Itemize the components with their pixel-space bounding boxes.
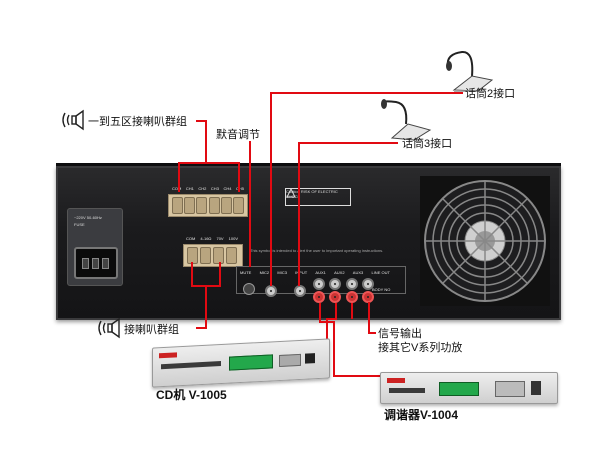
mic-3-label: 话筒3接口 xyxy=(402,138,453,150)
tuner-logo xyxy=(387,378,405,383)
tuner-label: 调谐器V-1004 xyxy=(384,408,459,422)
line-out-jack-1 xyxy=(362,278,374,290)
mic-2-icon xyxy=(446,50,494,92)
zones-label: 一到五区接喇叭群组 xyxy=(88,116,187,128)
cd-power-button xyxy=(305,353,315,364)
cd-display xyxy=(229,354,273,371)
mic2-jack xyxy=(265,285,277,297)
input-jack-2 xyxy=(313,291,325,303)
mic3-jack xyxy=(294,285,306,297)
zone-terminal-slots xyxy=(172,197,244,214)
cd-logo xyxy=(159,352,177,359)
shock-warning-icon xyxy=(286,188,296,198)
aux1-jack-2 xyxy=(329,291,341,303)
mic-3-icon xyxy=(381,99,432,141)
cd-buttons xyxy=(279,353,301,368)
output-terminal-slots xyxy=(187,247,237,264)
amplifier-top-edge xyxy=(56,163,561,168)
body-number-label: BODY NO xyxy=(372,287,391,292)
tuner-display xyxy=(439,382,479,396)
cd-player-label: CD机 V-1005 xyxy=(156,388,227,402)
signal-output-label: 信号输出 xyxy=(378,328,422,340)
tuner-buttons xyxy=(495,381,525,397)
mute-adjust-label: 默音调节 xyxy=(216,129,260,141)
cd-player-device xyxy=(152,338,330,388)
mic-2-label: 话筒2接口 xyxy=(465,88,516,100)
aux2-jack-1 xyxy=(346,278,358,290)
zone-terminal-labels: COM CH1 CH2 CH3 CH4 CH5 xyxy=(172,186,244,191)
speaker-icon xyxy=(62,109,84,131)
caution-text: This symbol is intended to alert the use… xyxy=(250,248,384,253)
speaker-icon xyxy=(98,317,120,339)
tuner-power-button xyxy=(531,381,541,395)
cd-tray xyxy=(161,361,221,370)
input-labels: MUTE MIC2 MIC3 INPUT AUX1 AUX2 AUX3 LINE… xyxy=(240,270,390,275)
fuse-label: ~220V 50-60Hz FUSE xyxy=(74,215,102,227)
aux2-jack-2 xyxy=(346,291,358,303)
power-socket xyxy=(74,247,118,279)
cooling-fan xyxy=(420,176,550,306)
connect-other-amps-label: 接其它V系列功放 xyxy=(378,342,463,354)
input-jack-1 xyxy=(313,278,325,290)
tuner-strip xyxy=(389,388,425,393)
speaker-group-label: 接喇叭群组 xyxy=(124,324,179,336)
tuner-device xyxy=(380,372,558,404)
aux1-jack-1 xyxy=(329,278,341,290)
output-terminal-labels: COM 4-16Ω 70V 100V xyxy=(186,236,238,241)
mute-knob xyxy=(243,283,255,295)
